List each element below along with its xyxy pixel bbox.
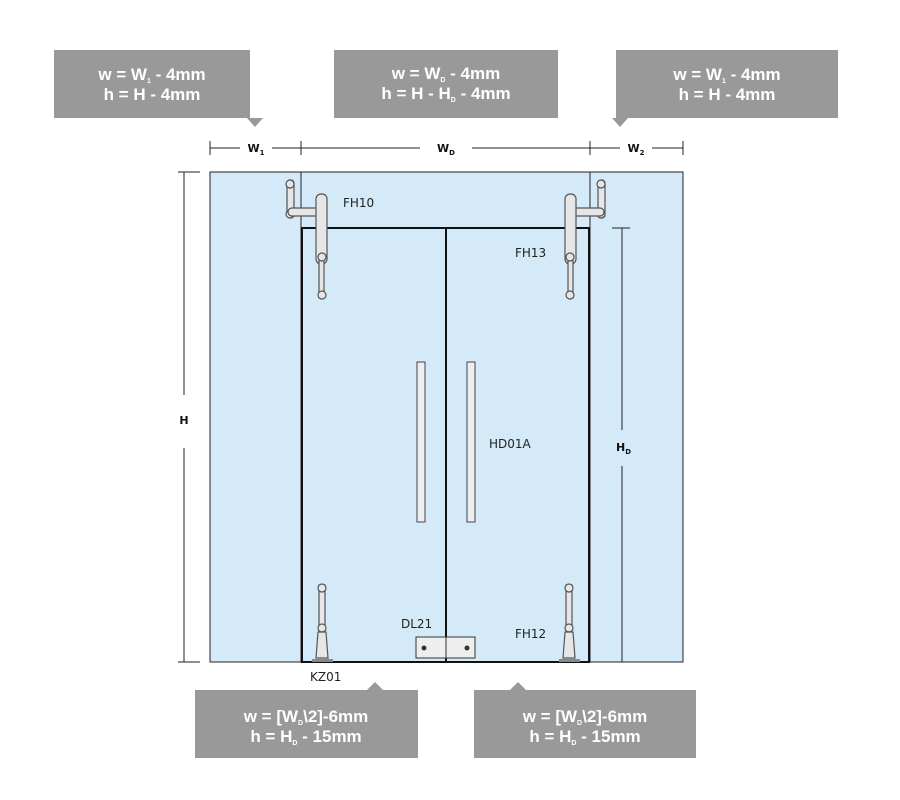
svg-text:h = H - 4mm: h = H - 4mm <box>104 85 201 104</box>
dl21-lock <box>415 636 476 659</box>
right-pull-handle <box>466 361 476 523</box>
callout-top-center: w = WD - 4mm h = H - HD - 4mm <box>334 50 558 118</box>
label-fh13: FH13 <box>515 246 546 260</box>
label-fh10: FH10 <box>343 196 374 210</box>
callout-top-right: w = W1 - 4mm h = H - 4mm <box>612 50 838 127</box>
label-kz01: KZ01 <box>310 670 341 684</box>
svg-text:w = W1 - 4mm: w = W1 - 4mm <box>97 65 205 85</box>
dim-w2: W2 <box>627 142 644 157</box>
callout-bottom-right: w = [WD\2]-6mm h = HD - 15mm <box>474 682 696 758</box>
svg-text:w = W1 - 4mm: w = W1 - 4mm <box>672 65 780 85</box>
fh12-fitting <box>559 583 580 662</box>
left-side-panel <box>209 171 302 663</box>
label-hd01a: HD01A <box>489 437 532 451</box>
svg-text:w = [WD\2]-6mm: w = [WD\2]-6mm <box>522 707 648 727</box>
fh10-fitting <box>285 179 328 300</box>
dim-w1: W1 <box>247 142 264 157</box>
callout-bottom-left: w = [WD\2]-6mm h = HD - 15mm <box>195 682 418 758</box>
svg-text:w = WD - 4mm: w = WD - 4mm <box>391 64 501 84</box>
svg-text:h = H - 4mm: h = H - 4mm <box>679 85 776 104</box>
svg-text:w = [WD\2]-6mm: w = [WD\2]-6mm <box>243 707 369 727</box>
dim-h: H <box>179 414 188 427</box>
kz01-fitting <box>312 583 333 662</box>
fh13-fitting <box>564 179 606 300</box>
callout-top-left: w = W1 - 4mm h = H - 4mm <box>54 50 263 127</box>
label-dl21: DL21 <box>401 617 432 631</box>
dim-wd: WD <box>437 142 455 157</box>
left-pull-handle <box>416 361 426 523</box>
svg-text:h = H - HD - 4mm: h = H - HD - 4mm <box>381 84 510 104</box>
label-fh12: FH12 <box>515 627 546 641</box>
svg-text:h = HD - 15mm: h = HD - 15mm <box>529 727 640 747</box>
dim-hd: HD <box>616 441 631 456</box>
svg-text:h = HD - 15mm: h = HD - 15mm <box>250 727 361 747</box>
right-side-panel <box>589 171 684 663</box>
height-dimension-line <box>178 171 630 663</box>
width-dimension-line <box>209 141 684 155</box>
